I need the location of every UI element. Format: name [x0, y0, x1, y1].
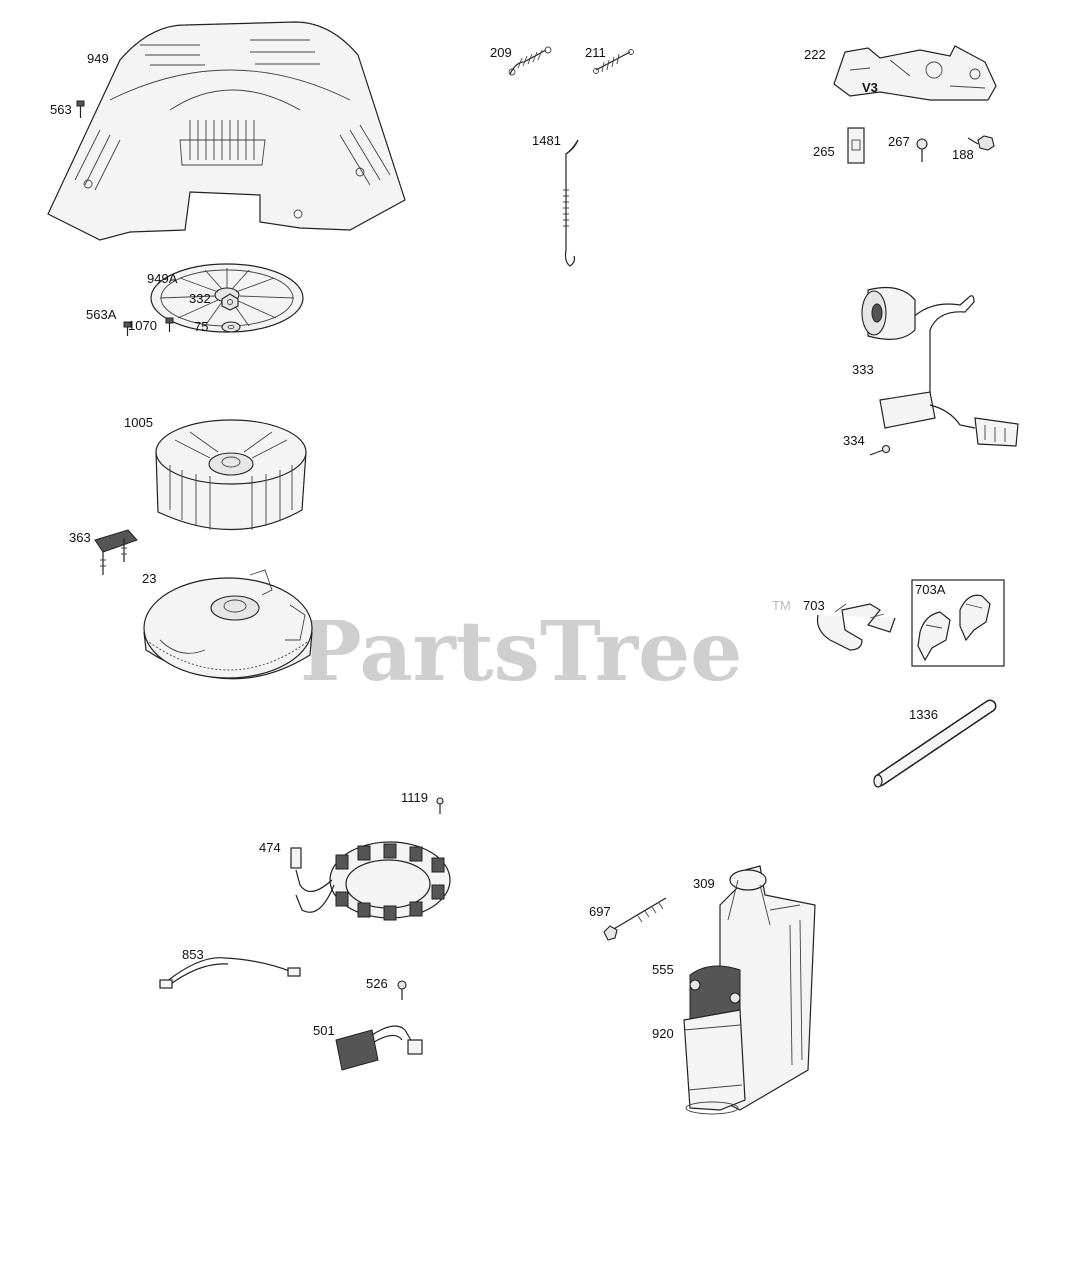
callout-75[interactable]: 75 — [194, 319, 208, 334]
part-474-alternator[interactable] — [290, 841, 451, 921]
part-526-screw[interactable] — [397, 980, 407, 1000]
callout-1119[interactable]: 1119 — [401, 790, 428, 805]
callout-222[interactable]: 222 — [804, 47, 826, 62]
part-920-starter-drive[interactable] — [683, 1009, 746, 1115]
part-188-bolt[interactable] — [967, 135, 995, 151]
part-563A-screw[interactable] — [123, 321, 132, 336]
callout-333[interactable]: 333 — [852, 362, 874, 377]
part-703A-clip-kit[interactable] — [911, 579, 1005, 667]
part-309-starter-motor[interactable] — [719, 865, 816, 1111]
watermark-text: PartsTree — [300, 604, 742, 700]
callout-265[interactable]: 265 — [813, 144, 835, 159]
part-1005-cooling-fan[interactable] — [155, 419, 307, 531]
part-703-clip[interactable] — [816, 603, 896, 651]
callout-267[interactable]: 267 — [888, 134, 910, 149]
callout-23[interactable]: 23 — [142, 571, 156, 586]
watermark-trademark: TM — [772, 598, 791, 613]
callout-209[interactable]: 209 — [490, 45, 512, 60]
part-1336-conduit[interactable] — [873, 699, 997, 788]
callout-332[interactable]: 332 — [189, 291, 211, 306]
callout-563[interactable]: 563 — [50, 102, 72, 117]
part-75-washer[interactable] — [221, 321, 241, 333]
callout-920[interactable]: 920 — [652, 1026, 674, 1041]
part-853-ground-wire[interactable] — [159, 957, 301, 989]
part-363-fan-retainer[interactable] — [94, 529, 138, 575]
callout-363[interactable]: 363 — [69, 530, 91, 545]
part-334-screw[interactable] — [869, 444, 891, 456]
callout-949[interactable]: 949 — [87, 51, 109, 66]
callout-703[interactable]: 703 — [803, 598, 825, 613]
callout-703A[interactable]: 703A — [915, 582, 946, 597]
callout-474[interactable]: 474 — [259, 840, 281, 855]
callout-526[interactable]: 526 — [366, 976, 388, 991]
callout-1336[interactable]: 1336 — [909, 707, 938, 722]
part-222-control-bracket[interactable]: V3 — [833, 45, 997, 101]
callout-853[interactable]: 853 — [182, 947, 204, 962]
bracket-mark: V3 — [862, 80, 878, 95]
callout-1481[interactable]: 1481 — [532, 133, 561, 148]
callout-188[interactable]: 188 — [952, 147, 974, 162]
callout-1005[interactable]: 1005 — [124, 415, 153, 430]
part-949-blower-housing[interactable] — [47, 21, 406, 241]
callout-949A[interactable]: 949A — [147, 271, 178, 286]
part-555-solenoid[interactable] — [689, 965, 741, 1021]
callout-697[interactable]: 697 — [589, 904, 611, 919]
watermark: PartsTree TM — [300, 598, 791, 700]
part-332-nut[interactable] — [221, 293, 239, 311]
part-23-flywheel[interactable] — [143, 569, 313, 680]
part-209-spring[interactable] — [508, 46, 552, 76]
callout-334[interactable]: 334 — [843, 433, 865, 448]
callout-501[interactable]: 501 — [313, 1023, 335, 1038]
part-267-screw[interactable] — [916, 138, 928, 162]
part-1481-governor-spring[interactable] — [563, 139, 579, 267]
part-563-screw[interactable] — [76, 100, 85, 118]
part-1070-screw[interactable] — [165, 317, 174, 332]
part-333-ignition-armature[interactable] — [861, 287, 1019, 447]
part-265-plate[interactable] — [847, 127, 865, 164]
callout-555[interactable]: 555 — [652, 962, 674, 977]
part-211-spring[interactable] — [593, 49, 634, 74]
callout-563A[interactable]: 563A — [86, 307, 117, 322]
callout-1070[interactable]: 1070 — [128, 318, 157, 333]
part-1119-screw[interactable] — [436, 797, 444, 814]
part-697-bolt[interactable] — [603, 897, 667, 941]
callout-211[interactable]: 211 — [585, 45, 606, 60]
housing-vent-fins — [74, 39, 391, 191]
callout-309[interactable]: 309 — [693, 876, 715, 891]
part-501-regulator[interactable] — [335, 1025, 423, 1071]
